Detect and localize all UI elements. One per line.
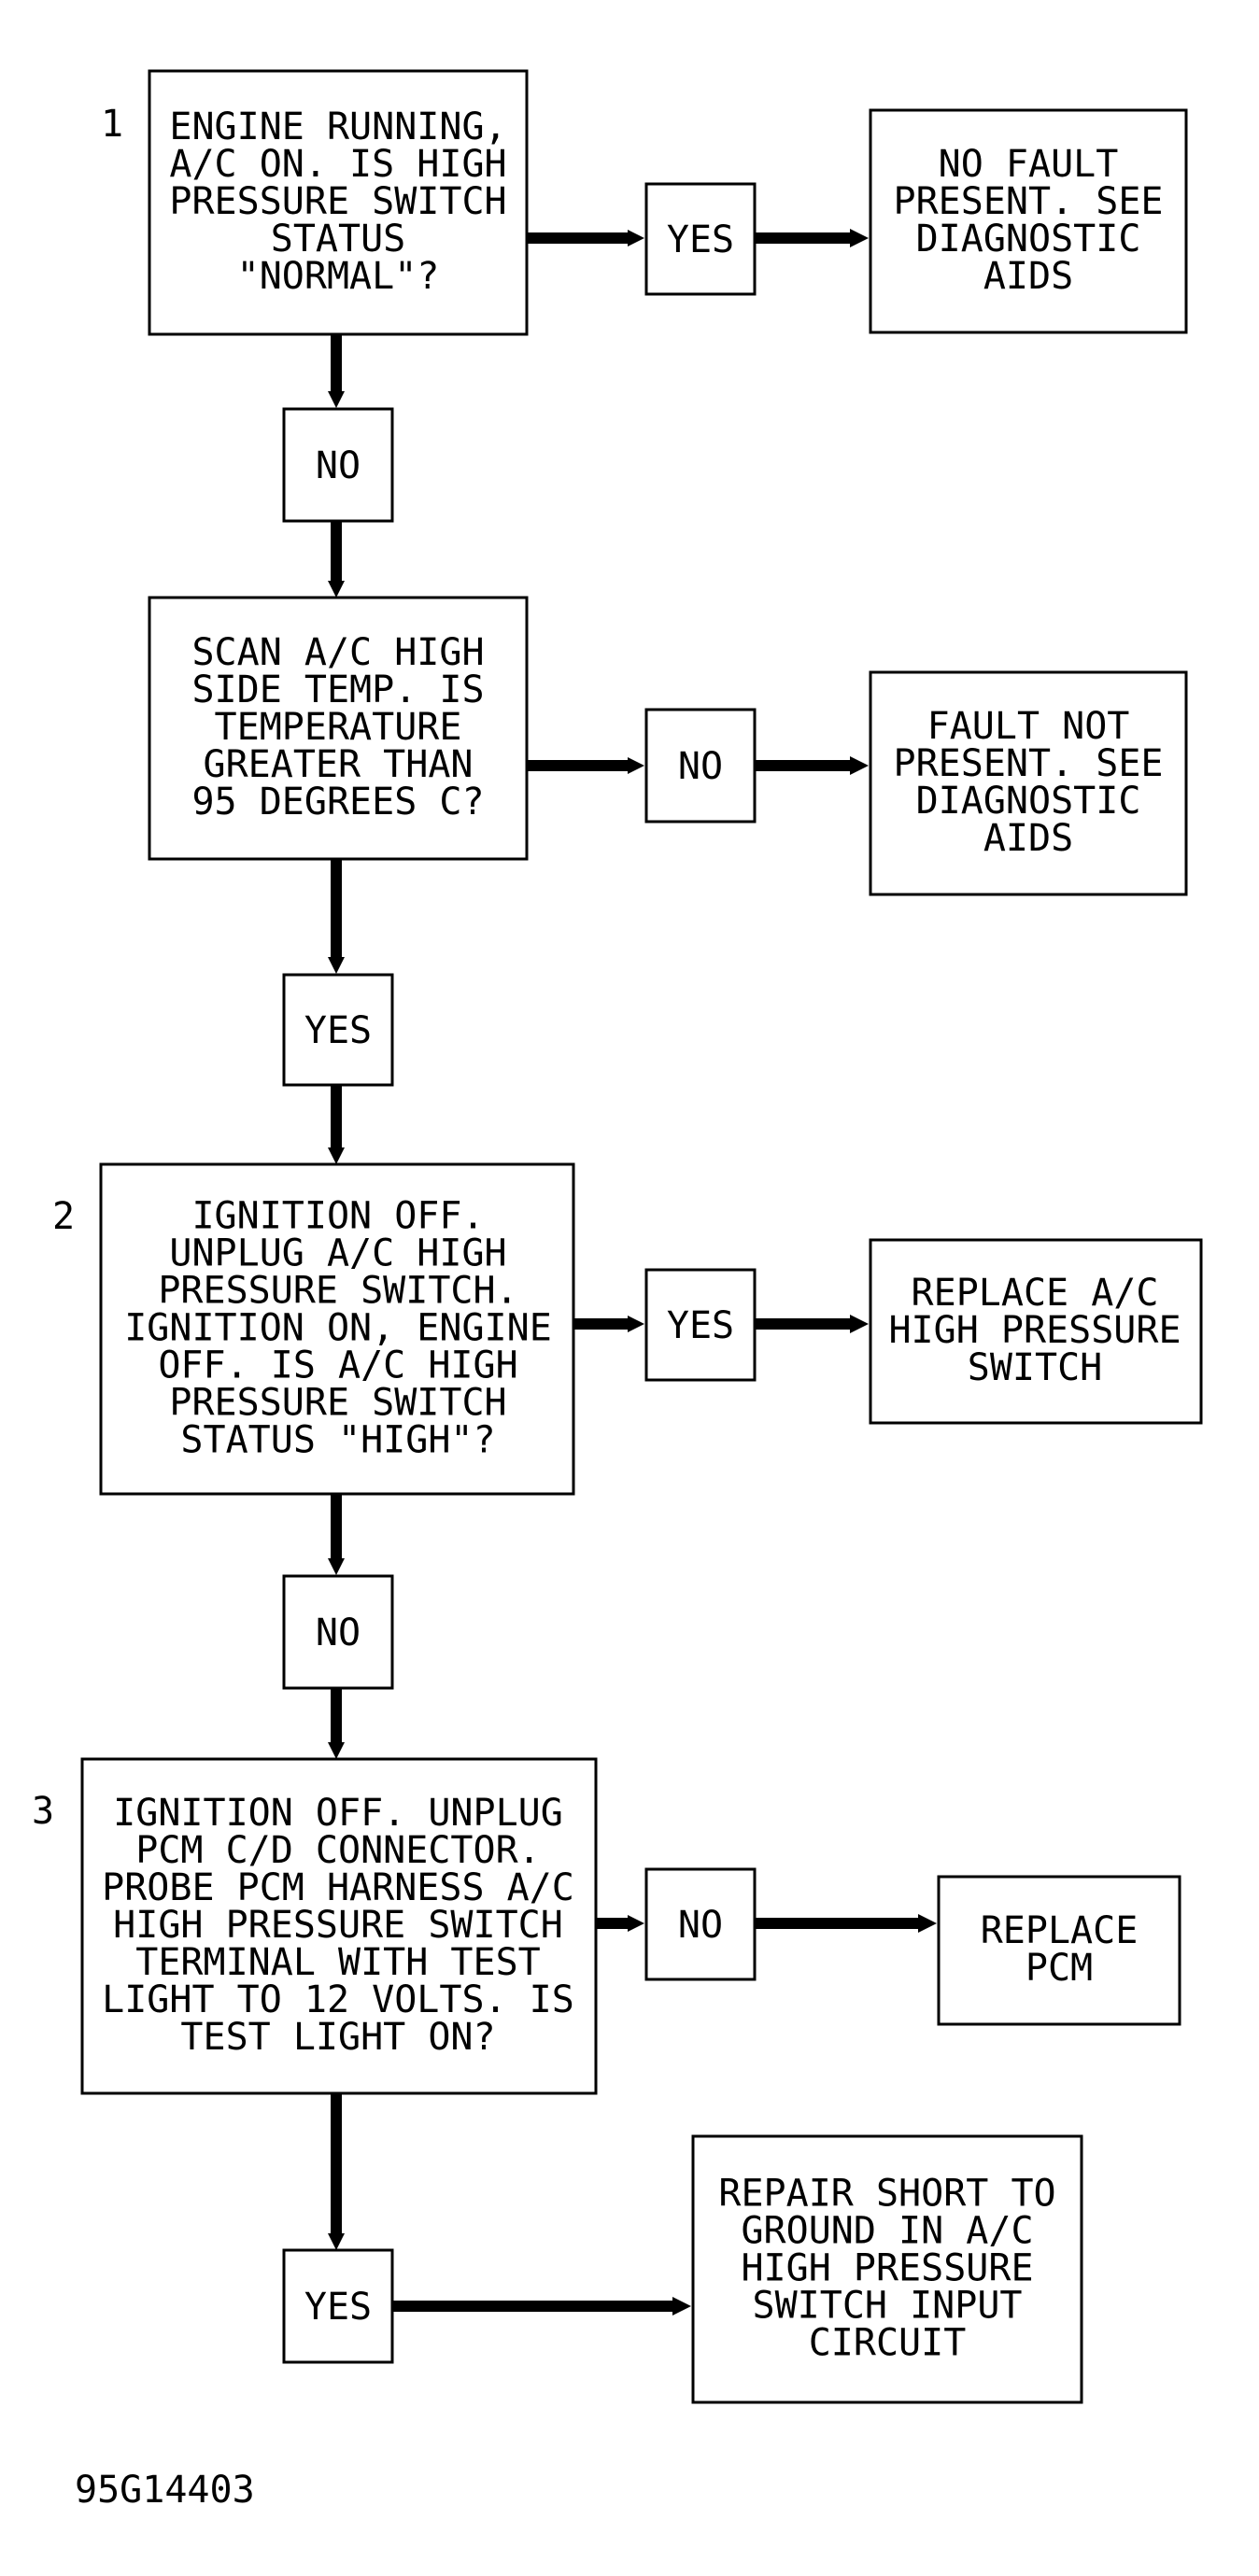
step-number-2: 2 bbox=[52, 1195, 75, 1238]
box-text-line: HIGH PRESSURE bbox=[888, 1309, 1181, 1352]
answer-yes-step-2: YES bbox=[644, 1268, 757, 1382]
box-text-line: AIDS bbox=[983, 255, 1073, 298]
arrowhead bbox=[628, 230, 644, 246]
arrowhead bbox=[328, 2233, 345, 2250]
box-text-line: IGNITION OFF. UNPLUG bbox=[113, 1792, 563, 1835]
arrowhead bbox=[328, 391, 345, 408]
box-text-line: SCAN A/C HIGH bbox=[191, 631, 484, 674]
box-text-line: REPLACE A/C bbox=[912, 1272, 1159, 1315]
arrowhead bbox=[672, 2297, 691, 2316]
box-text-line: PROBE PCM HARNESS A/C bbox=[102, 1866, 574, 1909]
answer-no-step-1: NO bbox=[282, 407, 394, 523]
answer-yes-step-1: YES bbox=[644, 182, 757, 296]
answer-no-high-side-temp-label: NO bbox=[678, 745, 723, 788]
answer-yes-step-2-label: YES bbox=[667, 1304, 734, 1347]
box-text-line: PCM C/D CONNECTOR. bbox=[135, 1829, 540, 1872]
box-text-line: PRESSURE SWITCH. bbox=[158, 1270, 517, 1313]
box-text-line: PRESSURE SWITCH bbox=[169, 180, 506, 223]
answer-no-step-2-label: NO bbox=[316, 1612, 361, 1654]
arrowhead bbox=[628, 1316, 644, 1332]
box-text-line: IGNITION ON, ENGINE bbox=[124, 1307, 552, 1350]
box-text-line: SWITCH bbox=[968, 1346, 1103, 1389]
arrowhead bbox=[628, 757, 644, 774]
box-text-line: FAULT NOT bbox=[927, 705, 1130, 748]
answer-no-high-side-temp: NO bbox=[644, 708, 757, 823]
box-text-line: 95 DEGREES C? bbox=[191, 781, 484, 823]
step-number-3: 3 bbox=[32, 1790, 54, 1833]
answer-no-step-3-label: NO bbox=[678, 1904, 723, 1947]
box-text-line: PCM bbox=[1026, 1947, 1093, 1990]
box-text-line: GREATER THAN bbox=[204, 743, 474, 786]
box-text-line: TEST LIGHT ON? bbox=[180, 2016, 495, 2059]
box-text-line: STATUS "HIGH"? bbox=[180, 1419, 495, 1462]
arrowhead bbox=[328, 1558, 345, 1575]
box-text-line: SIDE TEMP. IS bbox=[191, 669, 484, 711]
answer-no-step-1-label: NO bbox=[316, 444, 361, 487]
box-text-line: ENGINE RUNNING, bbox=[169, 106, 506, 148]
box-text-line: TERMINAL WITH TEST bbox=[135, 1941, 540, 1984]
box-text-line: LIGHT TO 12 VOLTS. IS bbox=[102, 1978, 574, 2021]
box-text-line: REPLACE bbox=[981, 1909, 1139, 1952]
box-text-line: REPAIR SHORT TO bbox=[718, 2173, 1055, 2216]
box-text-line: GROUND IN A/C bbox=[741, 2210, 1033, 2253]
figure-id: 95G14403 bbox=[75, 2469, 255, 2512]
box-text-line: DIAGNOSTIC bbox=[916, 780, 1141, 823]
box-text-line: A/C ON. IS HIGH bbox=[169, 143, 506, 186]
box-text-line: PRESENT. SEE bbox=[894, 180, 1164, 223]
arrowhead bbox=[850, 756, 869, 775]
box-text-line: HIGH PRESSURE SWITCH bbox=[113, 1904, 563, 1947]
answer-yes-step-3: YES bbox=[282, 2248, 394, 2364]
arrowhead bbox=[918, 1914, 937, 1933]
box-text-line: OFF. IS A/C HIGH bbox=[158, 1344, 517, 1387]
box-text-line: SWITCH INPUT bbox=[753, 2285, 1023, 2328]
box-text-line: TEMPERATURE bbox=[215, 706, 462, 749]
arrowhead bbox=[328, 581, 345, 598]
box-text-line: STATUS bbox=[271, 218, 406, 260]
answer-yes-step-1-label: YES bbox=[667, 218, 734, 261]
arrowhead bbox=[850, 1315, 869, 1333]
answer-yes-step-3-label: YES bbox=[304, 2286, 372, 2329]
arrowhead bbox=[328, 1742, 345, 1759]
box-text-line: CIRCUIT bbox=[809, 2322, 967, 2365]
answer-no-step-3: NO bbox=[644, 1867, 757, 1981]
connectors bbox=[328, 229, 937, 2316]
answer-no-step-2: NO bbox=[282, 1574, 394, 1690]
box-text-line: PRESSURE SWITCH bbox=[169, 1382, 506, 1425]
box-text-line: NO FAULT bbox=[939, 143, 1119, 186]
box-text-line: DIAGNOSTIC bbox=[916, 218, 1141, 260]
answer-yes-high-side-temp-label: YES bbox=[304, 1009, 372, 1052]
box-text-line: HIGH PRESSURE bbox=[741, 2247, 1033, 2290]
answer-yes-high-side-temp: YES bbox=[282, 973, 394, 1087]
box-text-line: PRESENT. SEE bbox=[894, 742, 1164, 785]
box-text-line: "NORMAL"? bbox=[237, 255, 440, 298]
arrowhead bbox=[328, 1147, 345, 1164]
arrowhead bbox=[328, 957, 345, 974]
step-number-1: 1 bbox=[101, 103, 123, 146]
box-text-line: AIDS bbox=[983, 817, 1073, 860]
arrowhead bbox=[850, 229, 869, 247]
box-text-line: UNPLUG A/C HIGH bbox=[169, 1232, 506, 1275]
box-text-line: IGNITION OFF. bbox=[191, 1195, 484, 1238]
arrowhead bbox=[628, 1915, 644, 1932]
